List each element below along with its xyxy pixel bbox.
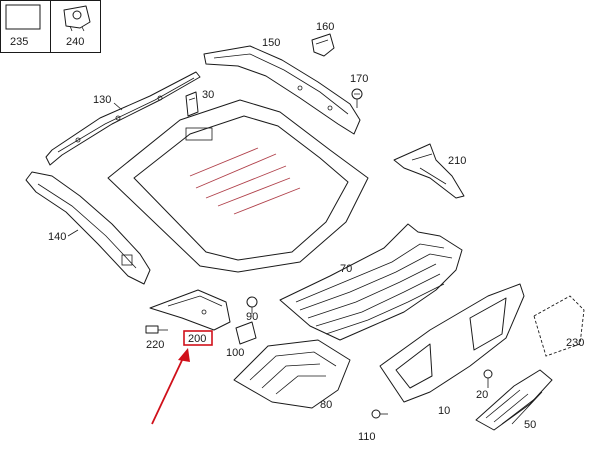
part-80-lower-tray: [233, 339, 351, 409]
inset-panel: 235 240: [0, 0, 101, 53]
part-160-clip: [311, 33, 335, 57]
part-20-push-pin: [483, 369, 493, 388]
label-100: 100: [226, 347, 244, 359]
part-235-icon: [5, 4, 41, 30]
part-240-clip-icon: [63, 5, 91, 32]
label-110: 110: [358, 431, 376, 443]
inset-label-235: 235: [10, 36, 28, 48]
part-230-cover: [533, 295, 585, 357]
part-30-bracket: [185, 91, 199, 117]
part-110-screw: [371, 409, 388, 419]
part-210-bracket: [393, 143, 465, 199]
part-170-screw: [351, 88, 363, 108]
inset-label-240: 240: [66, 36, 84, 48]
windshield-frame: [107, 99, 369, 273]
label-80: 80: [320, 399, 332, 411]
label-210: 210: [448, 155, 466, 167]
label-160: 160: [316, 21, 334, 33]
part-140-frame-strip: [25, 171, 151, 285]
label-230: 230: [566, 337, 584, 349]
part-10-lower-panel: [379, 283, 525, 403]
part-90-clip: [246, 296, 258, 314]
label-150: 150: [262, 37, 280, 49]
glass-reflection-lines: [189, 147, 301, 215]
label-30: 30: [202, 89, 214, 101]
label-140: 140: [48, 231, 66, 243]
label-200: 200: [188, 333, 206, 345]
part-70-cowl-panel: [279, 223, 463, 341]
part-50-vent-grille: [475, 369, 553, 431]
part-200-bracket: [149, 289, 231, 331]
label-170: 170: [350, 73, 368, 85]
label-220: 220: [146, 339, 164, 351]
label-70: 70: [340, 263, 352, 275]
part-150-frame-strip: [203, 45, 361, 135]
part-130-frame-strip: [45, 71, 201, 166]
part-200-highlight-box: [183, 330, 213, 346]
label-10: 10: [438, 405, 450, 417]
label-20: 20: [476, 389, 488, 401]
part-220-screw: [145, 325, 168, 334]
part-100-fastener: [235, 321, 257, 345]
label-130: 130: [93, 94, 111, 106]
label-50: 50: [524, 419, 536, 431]
highlight-arrow-icon: [151, 348, 190, 425]
label-90: 90: [246, 311, 258, 323]
